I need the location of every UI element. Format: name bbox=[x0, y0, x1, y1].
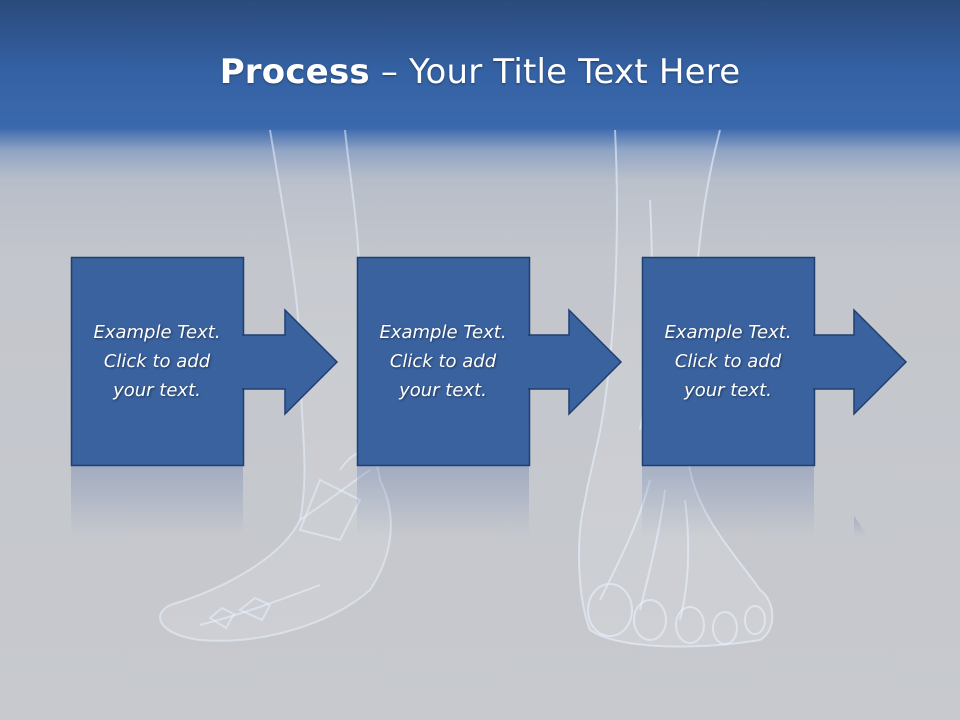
step-1-line-3: your text. bbox=[113, 380, 201, 401]
title-rest: – Your Title Text Here bbox=[369, 52, 741, 92]
step-3-line-3: your text. bbox=[684, 380, 772, 401]
step-3-shape bbox=[641, 256, 908, 467]
step-3-text[interactable]: Example Text. Click to add your text. bbox=[642, 257, 814, 466]
step-1-reflection bbox=[71, 466, 243, 536]
step-3-line-1: Example Text. bbox=[664, 322, 792, 343]
step-1-line-2: Click to add bbox=[103, 351, 211, 372]
step-2-reflection bbox=[357, 466, 529, 536]
step-3-line-2: Click to add bbox=[674, 351, 782, 372]
process-step-2[interactable]: Example Text. Click to add your text. bbox=[356, 256, 623, 467]
right-arrow-icon bbox=[528, 308, 623, 416]
step-3-reflection bbox=[642, 466, 814, 536]
right-arrow-icon bbox=[813, 308, 908, 416]
step-2-line-2: Click to add bbox=[389, 351, 497, 372]
process-step-1[interactable]: Example Text. Click to add your text. bbox=[70, 256, 339, 467]
step-2-line-1: Example Text. bbox=[379, 322, 507, 343]
title-bold: Process bbox=[219, 52, 370, 92]
step-1-text[interactable]: Example Text. Click to add your text. bbox=[71, 257, 243, 466]
step-1-line-1: Example Text. bbox=[93, 322, 221, 343]
step-2-line-3: your text. bbox=[399, 380, 487, 401]
slide-title[interactable]: Process – Your Title Text Here bbox=[220, 52, 741, 92]
right-arrow-icon bbox=[242, 308, 339, 416]
process-step-3[interactable]: Example Text. Click to add your text. bbox=[641, 256, 908, 467]
step-1-shape bbox=[70, 256, 339, 467]
title-bar: Process – Your Title Text Here bbox=[0, 0, 960, 140]
step-2-text[interactable]: Example Text. Click to add your text. bbox=[357, 257, 529, 466]
step-2-shape bbox=[356, 256, 623, 467]
